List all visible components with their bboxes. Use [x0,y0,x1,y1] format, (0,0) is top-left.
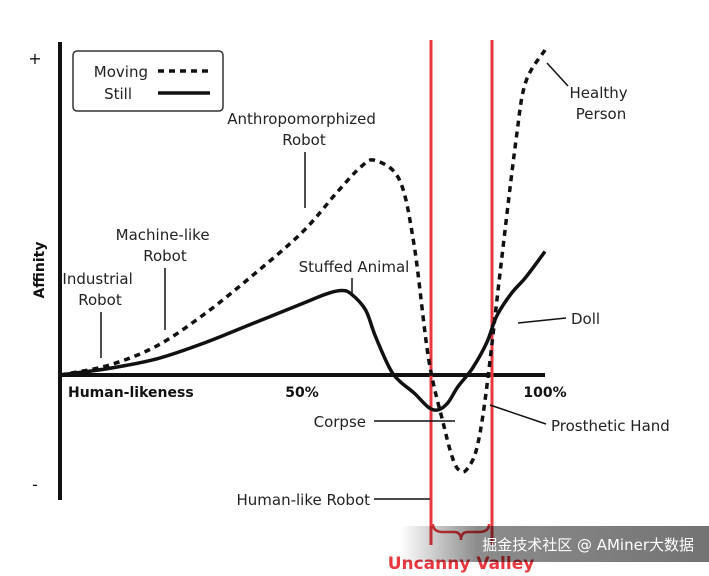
x-tick-100: 100% [523,385,566,401]
moving-curve [59,49,547,474]
y-tick-plus: + [28,49,41,68]
legend-label-still: Still [104,85,132,103]
leader-prosthetic-hand [489,404,547,425]
x-axis-label: Human-likeness [68,385,194,401]
annotation-industrial-robot: Industrial Robot [62,270,137,309]
x-tick-50: 50% [285,385,319,401]
legend: Moving Still [72,50,224,112]
watermark-backdrop [400,526,709,562]
legend-box [72,50,224,112]
legend-label-moving: Moving [94,63,148,81]
annotation-corpse: Corpse [314,413,366,431]
annotation-healthy-person: Healthy Person [570,84,633,123]
y-tick-minus: - [32,475,38,494]
leader-doll [517,317,567,324]
annotation-human-like-robot: Human-like Robot [237,491,371,509]
annotation-doll: Doll [571,310,600,328]
y-axis-label: Affinity [32,241,48,298]
annotation-anthropomorphized-robot: Anthropomorphized Robot [227,110,380,149]
annotation-prosthetic-hand: Prosthetic Hand [551,417,670,435]
annotation-machine-like-robot: Machine-like Robot [116,226,215,265]
watermark: 掘金技术社区 @ AMiner大数据 [482,536,694,554]
leader-healthy-person [546,62,569,87]
still-curve [59,250,547,412]
annotation-stuffed-animal: Stuffed Animal [299,258,410,276]
